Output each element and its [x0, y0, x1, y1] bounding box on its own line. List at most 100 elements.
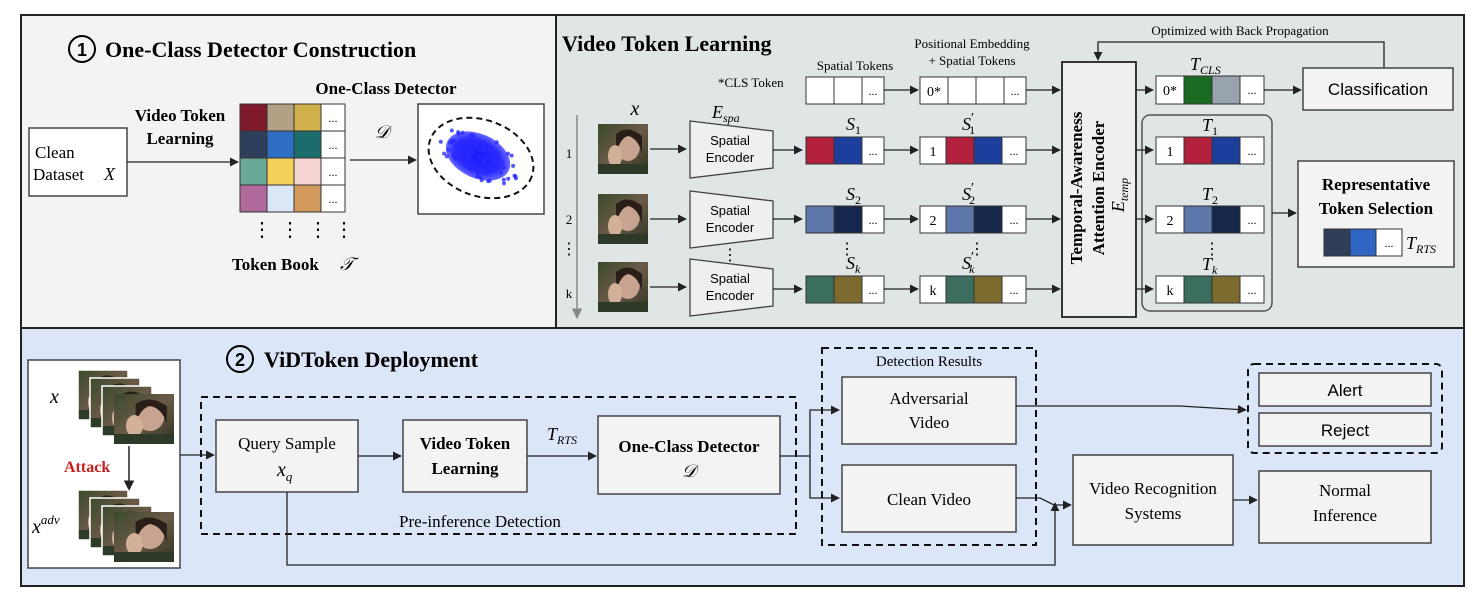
clean-input-x-label: x — [49, 386, 59, 408]
spatial-tokens-label: Spatial Tokens — [817, 58, 893, 73]
pre-inference-detection-box — [200, 396, 797, 535]
svg-text:...: ... — [869, 144, 878, 158]
svg-text:...: ... — [1248, 283, 1257, 297]
normal-line-2: Inference — [1313, 506, 1377, 525]
svg-text:0*: 0* — [927, 85, 941, 100]
reject-box — [1258, 412, 1432, 447]
token-book-cell — [266, 130, 295, 159]
scatter-point — [509, 153, 514, 158]
panel-3-number-badge — [226, 345, 254, 373]
reject-label: Reject — [1321, 421, 1369, 440]
vtl-line-1: Video Token — [420, 434, 511, 453]
scatter-point — [499, 165, 504, 170]
svg-text:...: ... — [1248, 83, 1257, 97]
token-book-cell — [239, 103, 268, 132]
panel-1-number-badge — [68, 35, 96, 63]
panel-one-class-detector: 1 One-Class Detector Construction Clean … — [20, 14, 557, 329]
spatial-tokens-s1: ... — [805, 136, 885, 165]
clean-video-box — [841, 464, 1017, 533]
arrow-ocd-to-clean — [809, 456, 840, 503]
adversarial-video-box — [841, 376, 1017, 445]
scatter-point — [449, 128, 454, 133]
scatter-point — [451, 149, 456, 154]
temporal-tokens-2: 2 ... — [1155, 205, 1265, 234]
svg-text:1: 1 — [930, 145, 937, 160]
token-book-vdots-1: ⋮ — [252, 219, 272, 241]
svg-text:Encoder: Encoder — [706, 220, 755, 235]
scatter-point — [491, 166, 496, 171]
scatter-point — [479, 178, 484, 183]
scatter-point — [472, 144, 477, 149]
svg-text:...: ... — [869, 84, 878, 98]
svg-text:0*: 0* — [1163, 84, 1177, 99]
token-book-grid: ............ — [239, 103, 346, 213]
cls-token-label: *CLS Token — [718, 75, 784, 90]
spatial-tokens-s2: ... — [805, 205, 885, 234]
positional-tokens-k: k ... — [919, 275, 1027, 304]
svg-text:...: ... — [869, 213, 878, 227]
svg-text:Spatial: Spatial — [710, 203, 750, 218]
scatter-point — [481, 147, 486, 152]
scatter-point — [500, 160, 505, 165]
back-propagation-arrow — [1093, 41, 1385, 68]
scatter-point — [506, 151, 510, 156]
back-propagation-label: Optimized with Back Propagation — [1151, 23, 1329, 38]
scatter-point — [511, 163, 516, 168]
t-vdots: ⋮ — [1204, 241, 1220, 258]
clean-dataset-symbol: X — [103, 164, 116, 184]
token-book-ellipsis: ... — [329, 165, 338, 179]
scatter-point — [496, 155, 501, 160]
alert-label: Alert — [1328, 381, 1363, 400]
adversarial-video-stack — [77, 489, 174, 562]
output-cls-token: 0* ... — [1155, 75, 1265, 105]
frame-index-dots: ⋮ — [561, 241, 577, 258]
svg-text:...: ... — [1010, 144, 1019, 158]
detection-results-box — [821, 347, 1037, 546]
scatter-point — [465, 143, 470, 147]
video-recognition-box — [1072, 454, 1234, 546]
cls-token-empty: ... — [805, 76, 885, 105]
svg-text:...: ... — [1385, 236, 1394, 250]
scatter-point — [494, 140, 499, 145]
svg-text:1: 1 — [1167, 145, 1174, 160]
clean-dataset-line-2: Dataset — [33, 165, 84, 184]
query-symbol: xq — [276, 459, 293, 484]
s2-label: S2 — [846, 184, 861, 207]
video-frame-1 — [598, 124, 648, 174]
one-class-detector-label: One-Class Detector — [315, 79, 457, 98]
scatter-point — [476, 154, 481, 159]
panel-video-token-learning: Video Token Learning Optimized with Back… — [555, 14, 1465, 329]
scatter-point — [501, 177, 506, 182]
adversarial-video-line-1: Adversarial — [889, 389, 969, 408]
token-book-ellipsis-cell — [320, 184, 346, 213]
t-rts-label: TRTS — [1406, 233, 1436, 256]
scatter-point — [449, 138, 454, 143]
query-sample-label: Query Sample — [238, 434, 336, 453]
svg-text:k: k — [1167, 284, 1174, 299]
clean-video-stack — [77, 369, 174, 444]
scatter-point — [483, 168, 487, 173]
video-token-learning-line-2: Learning — [146, 129, 214, 148]
scatter-point — [462, 139, 467, 144]
scatter-point — [487, 178, 492, 183]
scatter-point — [438, 139, 443, 144]
scatter-point — [469, 165, 474, 170]
token-book-vdots-4: ⋮ — [334, 219, 354, 241]
detection-results-label: Detection Results — [876, 354, 982, 370]
positional-tokens-1: 1 ... — [919, 136, 1027, 165]
scatter-points — [438, 128, 518, 186]
scatter-point — [442, 151, 447, 156]
s1-label: S1 — [846, 114, 861, 137]
vrs-line-1: Video Recognition — [1089, 479, 1217, 498]
classification-label: Classification — [1328, 80, 1428, 99]
clean-video-label: Clean Video — [887, 490, 971, 509]
decision-boundary — [427, 116, 535, 200]
token-book-ellipsis-cell — [320, 157, 346, 186]
representative-line-2: Token Selection — [1319, 199, 1434, 218]
temporal-attention-encoder — [1061, 61, 1137, 318]
scatter-point — [452, 152, 457, 157]
representative-line-1: Representative — [1322, 175, 1431, 194]
arrow-ocd-to-adversarial — [780, 405, 840, 457]
scatter-point — [466, 146, 470, 151]
s2-prime-label: S′2 — [962, 181, 975, 207]
